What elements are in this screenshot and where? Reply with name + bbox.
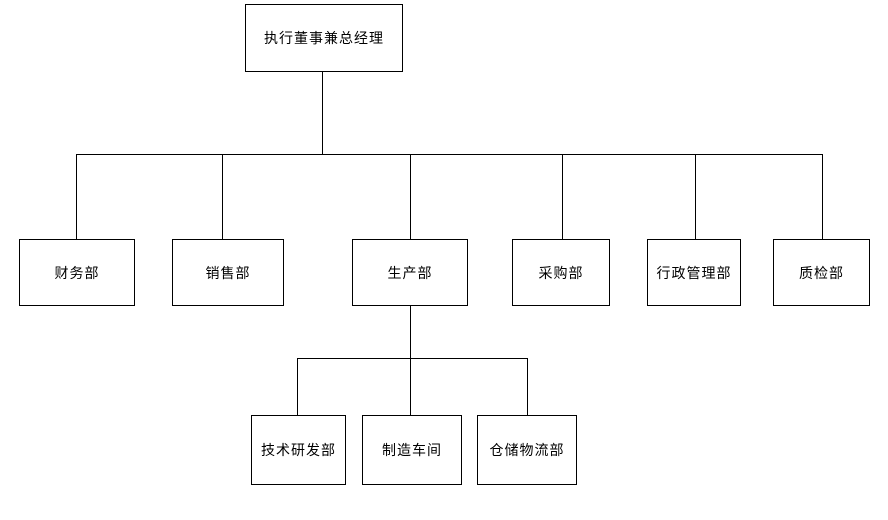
node-procurement-dept[interactable]: 采购部	[512, 239, 610, 306]
node-production-dept-label: 生产部	[387, 264, 433, 281]
node-rnd-dept-label: 技术研发部	[261, 442, 336, 458]
node-rnd-dept[interactable]: 技术研发部	[251, 415, 346, 485]
node-workshop-label: 制造车间	[382, 442, 442, 458]
node-admin-dept[interactable]: 行政管理部	[647, 239, 741, 306]
node-logistics-dept[interactable]: 仓储物流部	[477, 415, 577, 485]
node-quality-dept[interactable]: 质检部	[773, 239, 870, 306]
node-general-manager[interactable]: 执行董事兼总经理	[245, 4, 403, 72]
node-workshop[interactable]: 制造车间	[362, 415, 462, 485]
node-finance-dept[interactable]: 财务部	[19, 239, 135, 306]
node-sales-dept-label: 销售部	[205, 264, 251, 281]
node-general-manager-label: 执行董事兼总经理	[264, 30, 384, 46]
node-sales-dept[interactable]: 销售部	[172, 239, 284, 306]
node-production-dept[interactable]: 生产部	[352, 239, 468, 306]
node-admin-dept-label: 行政管理部	[656, 264, 732, 281]
node-finance-dept-label: 财务部	[54, 264, 100, 281]
node-quality-dept-label: 质检部	[799, 264, 844, 281]
node-logistics-dept-label: 仓储物流部	[489, 442, 565, 458]
node-procurement-dept-label: 采购部	[538, 264, 584, 281]
